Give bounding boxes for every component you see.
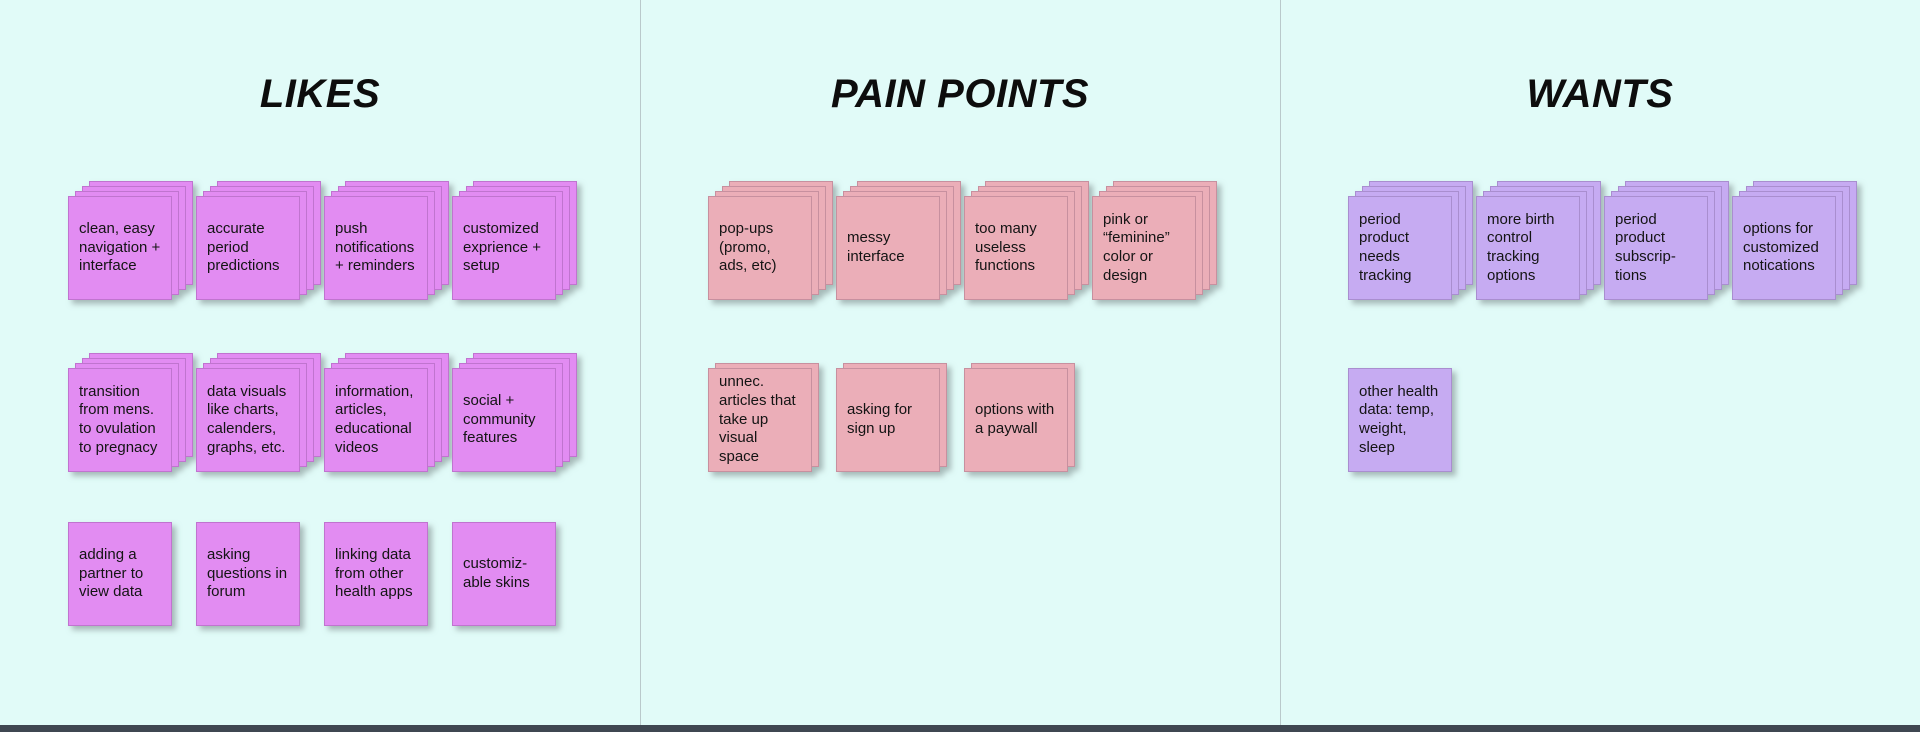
sticky-note[interactable]: push notifications + reminders xyxy=(324,181,449,300)
sticky-note-text: pink or “feminine” color or design xyxy=(1103,210,1170,284)
sticky-note-face: asking questions in forum xyxy=(196,522,300,626)
sticky-note-face: customized exprience + setup xyxy=(452,196,556,300)
sticky-note-text: customized exprience + setup xyxy=(463,219,541,275)
sticky-note[interactable]: asking questions in forum xyxy=(196,522,300,626)
sticky-note[interactable]: linking data from other health apps xyxy=(324,522,428,626)
sticky-note-face: clean, easy navigation + interface xyxy=(68,196,172,300)
sticky-note[interactable]: period product subscrip-tions xyxy=(1604,181,1729,300)
sticky-note-face: more birth control tracking options xyxy=(1476,196,1580,300)
sticky-note-text: asking questions in forum xyxy=(207,545,288,601)
sticky-note-face: information, articles, educational video… xyxy=(324,368,428,472)
sticky-note-text: transition from mens. to ovulation to pr… xyxy=(79,382,158,456)
sticky-note[interactable]: options with a paywall xyxy=(964,363,1075,472)
sticky-note-text: linking data from other health apps xyxy=(335,545,413,601)
sticky-note-face: options with a paywall xyxy=(964,368,1068,472)
sticky-note[interactable]: other health data: temp, weight, sleep xyxy=(1348,368,1452,472)
notes-area-likes: clean, easy navigation + interface accura… xyxy=(0,0,640,725)
note-row: clean, easy navigation + interface accura… xyxy=(68,181,577,300)
sticky-note-text: clean, easy navigation + interface xyxy=(79,219,161,275)
sticky-note-face: pop-ups (promo, ads, etc) xyxy=(708,196,812,300)
sticky-note-text: pop-ups (promo, ads, etc) xyxy=(719,219,777,275)
sticky-note-face: adding a partner to view data xyxy=(68,522,172,626)
sticky-note[interactable]: period product needs tracking xyxy=(1348,181,1473,300)
sticky-note[interactable]: adding a partner to view data xyxy=(68,522,172,626)
sticky-note-face: data visuals like charts, calenders, gra… xyxy=(196,368,300,472)
sticky-note-face: pink or “feminine” color or design xyxy=(1092,196,1196,300)
note-row: adding a partner to view data asking ques… xyxy=(68,522,556,626)
sticky-note-face: messy interface xyxy=(836,196,940,300)
note-row: pop-ups (promo, ads, etc) messy interface… xyxy=(708,181,1217,300)
sticky-note[interactable]: pink or “feminine” color or design xyxy=(1092,181,1217,300)
sticky-note-face: too many useless functions xyxy=(964,196,1068,300)
sticky-note[interactable]: customiz-able skins xyxy=(452,522,556,626)
sticky-note-face: options for customized notications xyxy=(1732,196,1836,300)
sticky-note[interactable]: information, articles, educational video… xyxy=(324,353,449,472)
column-likes: LIKES clean, easy navigation + interface… xyxy=(0,0,640,725)
sticky-note[interactable]: messy interface xyxy=(836,181,961,300)
column-title-likes[interactable]: LIKES xyxy=(259,72,381,116)
sticky-note[interactable]: social + community features xyxy=(452,353,577,472)
column-title-wants[interactable]: WANTS xyxy=(1526,72,1674,116)
notes-area-wants: period product needs tracking more birth … xyxy=(1280,0,1920,725)
sticky-note-text: adding a partner to view data xyxy=(79,545,144,601)
sticky-note[interactable]: more birth control tracking options xyxy=(1476,181,1601,300)
sticky-note-face: period product subscrip-tions xyxy=(1604,196,1708,300)
sticky-note-face: unnec. articles that take up visual spac… xyxy=(708,368,812,472)
sticky-note[interactable]: too many useless functions xyxy=(964,181,1089,300)
sticky-note-text: data visuals like charts, calenders, gra… xyxy=(207,382,287,456)
sticky-note-text: asking for sign up xyxy=(847,401,913,437)
sticky-note-text: options for customized notications xyxy=(1743,219,1819,275)
sticky-note-face: other health data: temp, weight, sleep xyxy=(1348,368,1452,472)
sticky-note-face: transition from mens. to ovulation to pr… xyxy=(68,368,172,472)
sticky-note[interactable]: clean, easy navigation + interface xyxy=(68,181,193,300)
sticky-note-text: too many useless functions xyxy=(975,219,1037,275)
sticky-note[interactable]: data visuals like charts, calenders, gra… xyxy=(196,353,321,472)
note-row: period product needs tracking more birth … xyxy=(1348,181,1857,300)
sticky-note-face: customiz-able skins xyxy=(452,522,556,626)
sticky-note[interactable]: customized exprience + setup xyxy=(452,181,577,300)
sticky-note-face: linking data from other health apps xyxy=(324,522,428,626)
column-wants: WANTS period product needs tracking more … xyxy=(1280,0,1920,725)
sticky-note-text: options with a paywall xyxy=(975,401,1055,437)
sticky-note-face: social + community features xyxy=(452,368,556,472)
bottom-bar xyxy=(0,725,1920,732)
column-pain-points: PAIN POINTS pop-ups (promo, ads, etc) mes… xyxy=(640,0,1280,725)
column-divider xyxy=(640,0,641,725)
sticky-note-text: messy interface xyxy=(847,229,905,265)
sticky-note[interactable]: asking for sign up xyxy=(836,363,947,472)
sticky-note-face: period product needs tracking xyxy=(1348,196,1452,300)
sticky-note-text: unnec. articles that take up visual spac… xyxy=(719,373,796,466)
sticky-note[interactable]: unnec. articles that take up visual spac… xyxy=(708,363,819,472)
sticky-note[interactable]: options for customized notications xyxy=(1732,181,1857,300)
sticky-note[interactable]: pop-ups (promo, ads, etc) xyxy=(708,181,833,300)
sticky-note-face: push notifications + reminders xyxy=(324,196,428,300)
sticky-note-text: information, articles, educational video… xyxy=(335,382,414,456)
note-row: transition from mens. to ovulation to pr… xyxy=(68,353,577,472)
note-row: unnec. articles that take up visual spac… xyxy=(708,363,1075,472)
sticky-note-text: customiz-able skins xyxy=(463,555,530,591)
sticky-note-text: social + community features xyxy=(463,391,536,447)
sticky-note[interactable]: accurate period predictions xyxy=(196,181,321,300)
sticky-note-text: push notifications + reminders xyxy=(335,219,415,275)
sticky-note-text: accurate period predictions xyxy=(207,219,280,275)
column-divider xyxy=(1280,0,1281,725)
column-title-pain-points[interactable]: PAIN POINTS xyxy=(830,72,1090,116)
note-row: other health data: temp, weight, sleep xyxy=(1348,368,1452,472)
sticky-note-face: asking for sign up xyxy=(836,368,940,472)
sticky-note[interactable]: transition from mens. to ovulation to pr… xyxy=(68,353,193,472)
sticky-note-text: more birth control tracking options xyxy=(1487,210,1555,284)
notes-area-pain-points: pop-ups (promo, ads, etc) messy interface… xyxy=(640,0,1280,725)
sticky-note-face: accurate period predictions xyxy=(196,196,300,300)
sticky-note-text: other health data: temp, weight, sleep xyxy=(1359,382,1439,456)
sticky-note-text: period product subscrip-tions xyxy=(1615,210,1676,284)
sticky-note-text: period product needs tracking xyxy=(1359,210,1412,284)
